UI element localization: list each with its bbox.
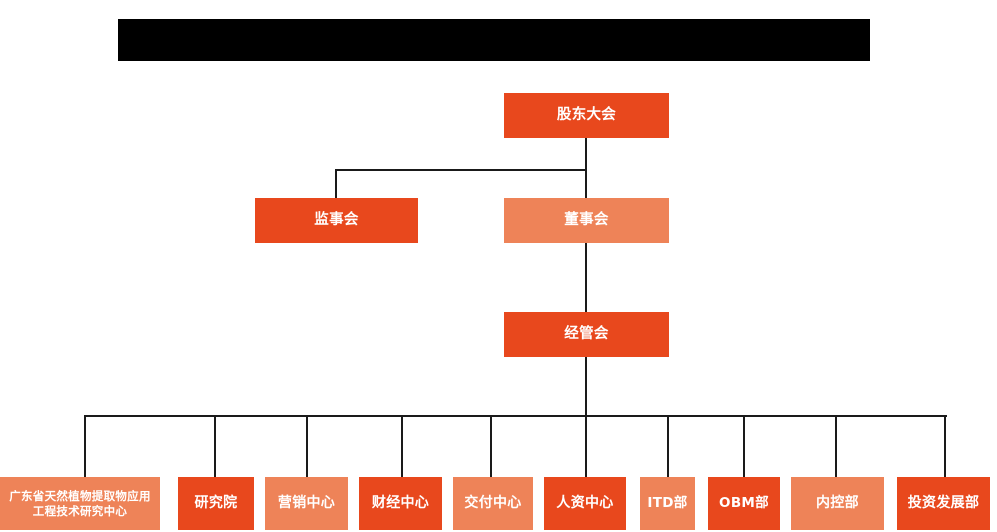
node-finance-center[interactable]: 财经中心	[359, 477, 442, 530]
connector-directors-drop	[585, 169, 587, 199]
node-delivery-center[interactable]: 交付中心	[453, 477, 533, 530]
node-board-of-directors[interactable]: 董事会	[504, 198, 669, 243]
connector-drop-finance-center	[401, 415, 403, 477]
connector-directors-to-management	[585, 243, 587, 313]
connector-supervisors-drop	[335, 169, 337, 199]
node-shareholders-meeting[interactable]: 股东大会	[504, 93, 669, 138]
connector-drop-investment-development-department	[944, 415, 946, 477]
node-guangdong-research-center[interactable]: 广东省天然植物提取物应用工程技术研究中心	[0, 477, 160, 530]
connector-shareholders-drop	[585, 138, 587, 171]
node-hr-center[interactable]: 人资中心	[544, 477, 626, 530]
connector-management-drop	[585, 357, 587, 417]
connector-departments-bus	[85, 415, 947, 417]
connector-level2-bus	[335, 169, 587, 171]
node-marketing-center[interactable]: 营销中心	[265, 477, 348, 530]
node-management-committee[interactable]: 经管会	[504, 312, 669, 357]
connector-drop-guangdong-research-center	[84, 415, 86, 477]
connector-drop-marketing-center	[306, 415, 308, 477]
connector-drop-obm-department	[743, 415, 745, 477]
node-obm-department[interactable]: OBM部	[708, 477, 780, 530]
connector-drop-delivery-center	[490, 415, 492, 477]
connector-drop-itd-department	[667, 415, 669, 477]
node-investment-development-department[interactable]: 投资发展部	[897, 477, 990, 530]
node-internal-control-department[interactable]: 内控部	[791, 477, 884, 530]
connector-drop-internal-control-department	[835, 415, 837, 477]
connector-drop-research-institute	[214, 415, 216, 477]
node-board-of-supervisors[interactable]: 监事会	[255, 198, 418, 243]
node-research-institute[interactable]: 研究院	[178, 477, 254, 530]
node-itd-department[interactable]: ITD部	[640, 477, 695, 530]
connector-drop-hr-center	[585, 415, 587, 477]
redacted-title-bar	[118, 19, 870, 61]
